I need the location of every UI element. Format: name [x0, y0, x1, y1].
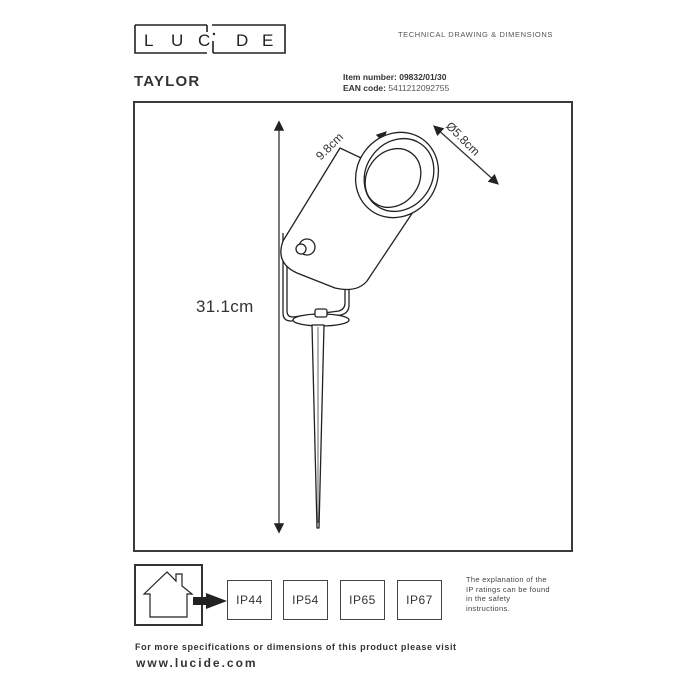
ean-label: EAN code: [343, 83, 386, 93]
ip-rating-note: The explanation of the IP ratings can be… [466, 575, 550, 613]
svg-text:D: D [236, 31, 248, 50]
lucide-logo-icon: L U C D E [134, 24, 286, 54]
house-box [134, 564, 203, 626]
item-number-label: Item number: [343, 72, 397, 82]
item-info: Item number: 09832/01/30 EAN code: 54112… [343, 72, 449, 94]
technical-drawing-frame: 9.8cm Ø5.8cm [133, 101, 573, 552]
ip-rating-label: IP65 [349, 593, 376, 607]
item-number-row: Item number: 09832/01/30 [343, 72, 449, 83]
ip-note-line: in the safety [466, 594, 511, 603]
diameter-dimension-line [433, 125, 499, 185]
ip-rating-label: IP67 [406, 593, 433, 607]
arrow-right-icon [193, 593, 229, 614]
ip-note-line: The explanation of the [466, 575, 547, 584]
ip-note-line: instructions. [466, 603, 510, 613]
ip-note-line: IP ratings can be found [466, 584, 550, 594]
svg-text:L: L [144, 31, 153, 50]
product-name: TAYLOR [134, 73, 201, 90]
ean-row: EAN code: 5411212092755 [343, 83, 449, 94]
lucide-logo: L U C D E [134, 24, 286, 54]
svg-text:U: U [171, 31, 183, 50]
ip-rating-label: IP44 [236, 593, 263, 607]
item-number-value: 09832/01/30 [399, 72, 447, 82]
ip-rating-label: IP54 [292, 593, 319, 607]
document-type-label: TECHNICAL DRAWING & DIMENSIONS [398, 30, 553, 39]
house-icon [142, 571, 194, 618]
ip-rating-box: IP67 [397, 580, 442, 620]
height-dimension-label: 31.1cm [196, 297, 254, 316]
svg-text:C: C [198, 31, 210, 50]
website-link[interactable]: www.lucide.com [136, 656, 258, 670]
ip-rating-box: IP44 [227, 580, 272, 620]
ip-rating-box: IP54 [283, 580, 328, 620]
spotlight-drawing [273, 120, 499, 534]
svg-text:E: E [262, 31, 273, 50]
footer-text: For more specifications or dimensions of… [135, 642, 457, 652]
ean-value: 5411212092755 [388, 83, 450, 93]
ip-rating-box: IP65 [340, 580, 385, 620]
